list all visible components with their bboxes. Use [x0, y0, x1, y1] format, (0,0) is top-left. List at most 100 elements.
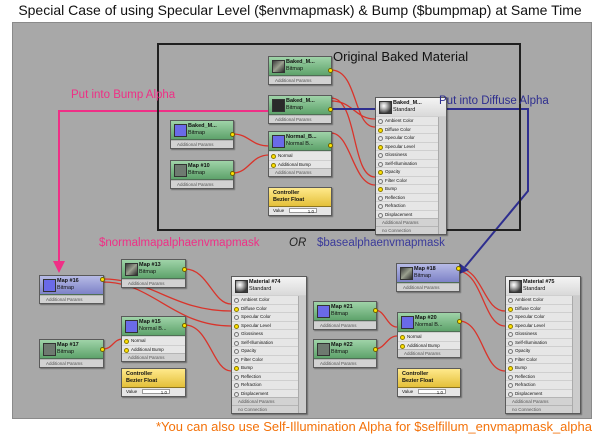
node-baked-bitmap-2[interactable]: Baked_M... Bitmap Additional Params — [268, 95, 332, 124]
slot-filter-color[interactable]: Filter Color — [506, 354, 580, 364]
output-pin[interactable] — [230, 132, 235, 137]
node-controller-right[interactable]: Controller Bezier Float Value 1.0 — [397, 368, 461, 397]
additional-params[interactable]: Additional Params — [269, 76, 331, 84]
slot-diffuse[interactable]: Diffuse Color — [506, 303, 580, 313]
node-baked-bitmap-3[interactable]: Baked_M... Bitmap Additional Params — [170, 120, 234, 149]
node-scrollbar[interactable] — [438, 117, 446, 234]
slot-reflection[interactable]: Reflection — [506, 371, 580, 381]
node-map17[interactable]: Map #17 Bitmap Additional Params — [39, 339, 104, 368]
slot-filter-color[interactable]: Filter Color — [376, 175, 446, 185]
slot-refraction[interactable]: Refraction — [232, 380, 306, 389]
value-label: Value — [126, 389, 138, 394]
additional-params[interactable]: Additional Params — [269, 115, 331, 123]
node-map18[interactable]: Map #18 Bitmap Additional Params — [396, 263, 460, 292]
slot-glossiness[interactable]: Glossiness — [376, 150, 446, 159]
node-map21[interactable]: Map #21 Bitmap Additional Params — [313, 301, 377, 330]
slot-specular-level[interactable]: Specular Level — [232, 320, 306, 330]
additional-params[interactable]: Additional Params — [122, 353, 185, 361]
slot-displacement[interactable]: Displacement — [232, 388, 306, 398]
node-controller-top[interactable]: Controller Bezier Float Value 1.0 — [268, 187, 332, 216]
slot-specular-color[interactable]: Specular Color — [376, 133, 446, 142]
output-pin[interactable] — [457, 319, 462, 324]
node-material-top[interactable]: Baked_M... Standard Ambient Color Diffus… — [375, 97, 447, 235]
value-field[interactable]: 1.0 — [418, 389, 446, 395]
node-map16[interactable]: Map #16 Bitmap Additional Params — [39, 275, 104, 304]
slot-self-illum[interactable]: Self-Illumination — [232, 337, 306, 347]
slot-ambient[interactable]: Ambient Color — [506, 295, 580, 304]
slot-glossiness[interactable]: Glossiness — [506, 329, 580, 338]
node-map20[interactable]: Map #20 Normal B... Normal Additional Bu… — [397, 312, 461, 358]
node-material-74[interactable]: Material #74 Standard Ambient Color Diff… — [231, 276, 307, 414]
output-pin[interactable] — [100, 347, 105, 352]
value-field[interactable]: 1.0 — [142, 389, 170, 395]
node-map22[interactable]: Map #22 Bitmap Additional Params — [313, 339, 377, 368]
output-pin[interactable] — [456, 266, 461, 271]
slot-opacity[interactable]: Opacity — [232, 346, 306, 355]
slot-self-illum[interactable]: Self-Illumination — [376, 158, 446, 168]
node-scrollbar[interactable] — [298, 296, 306, 413]
additional-params[interactable]: Additional Params — [314, 321, 376, 329]
slot-additional-bump[interactable]: Additional Bump — [398, 340, 460, 350]
additional-params[interactable]: Additional Params — [398, 349, 460, 357]
additional-params[interactable]: Additional Params — [397, 283, 459, 291]
slot-diffuse[interactable]: Diffuse Color — [376, 124, 446, 134]
additional-params[interactable]: Additional Params — [376, 218, 446, 226]
output-pin[interactable] — [328, 143, 333, 148]
output-pin[interactable] — [328, 107, 333, 112]
slot-bump[interactable]: Bump — [506, 363, 580, 372]
slot-opacity[interactable]: Opacity — [506, 346, 580, 355]
slot-refraction[interactable]: Refraction — [506, 380, 580, 389]
output-pin[interactable] — [373, 347, 378, 352]
slot-specular-level[interactable]: Specular Level — [506, 320, 580, 330]
slot-specular-color[interactable]: Specular Color — [232, 312, 306, 321]
additional-params[interactable]: Additional Params — [171, 140, 233, 148]
node-scrollbar[interactable] — [572, 296, 580, 413]
slot-specular-color[interactable]: Specular Color — [506, 312, 580, 321]
slot-displacement[interactable]: Displacement — [376, 209, 446, 219]
slot-bump[interactable]: Bump — [376, 184, 446, 193]
node-map15[interactable]: Map #15 Normal B... Normal Additional Bu… — [121, 316, 186, 362]
slot-normal[interactable]: Normal — [398, 332, 460, 341]
slot-normal[interactable]: Normal — [122, 336, 185, 345]
slot-filter-color[interactable]: Filter Color — [232, 354, 306, 364]
node-normal-bump-top[interactable]: Normal_B... Normal B... Normal Additiona… — [268, 131, 332, 177]
output-pin[interactable] — [182, 323, 187, 328]
slot-additional-bump[interactable]: Additional Bump — [122, 344, 185, 354]
node-baked-bitmap-1[interactable]: Baked_M... Bitmap Additional Params — [268, 56, 332, 85]
output-pin[interactable] — [230, 171, 235, 176]
node-map13[interactable]: Map #13 Bitmap Additional Params — [121, 259, 186, 288]
output-pin[interactable] — [373, 308, 378, 313]
node-material-75[interactable]: Material #75 Standard Ambient Color Diff… — [505, 276, 581, 414]
output-pin[interactable] — [328, 68, 333, 73]
slot-bump[interactable]: Bump — [232, 363, 306, 372]
slot-reflection[interactable]: Reflection — [232, 371, 306, 381]
output-pin[interactable] — [100, 277, 105, 282]
value-field[interactable]: 1.0 — [289, 208, 317, 214]
slot-refraction[interactable]: Refraction — [376, 201, 446, 210]
slot-additional-bump[interactable]: Additional Bump — [269, 159, 331, 169]
additional-params[interactable]: Additional Params — [122, 279, 185, 287]
slot-ambient[interactable]: Ambient Color — [376, 116, 446, 125]
slot-opacity[interactable]: Opacity — [376, 167, 446, 176]
slot-self-illum[interactable]: Self-Illumination — [506, 337, 580, 347]
additional-params[interactable]: Additional Params — [506, 397, 580, 405]
additional-params[interactable]: Additional Params — [40, 295, 103, 303]
slot-specular-level[interactable]: Specular Level — [376, 141, 446, 151]
slot-displacement[interactable]: Displacement — [506, 388, 580, 398]
additional-params[interactable]: Additional Params — [171, 180, 233, 188]
node-type: Standard — [523, 286, 546, 292]
slot-ambient[interactable]: Ambient Color — [232, 295, 306, 304]
additional-params[interactable]: Additional Params — [314, 359, 376, 367]
additional-params[interactable]: Additional Params — [269, 168, 331, 176]
node-map10[interactable]: Map #10 Bitmap Additional Params — [170, 160, 234, 189]
additional-params[interactable]: Additional Params — [232, 397, 306, 405]
slot-normal[interactable]: Normal — [269, 151, 331, 160]
output-pin[interactable] — [182, 267, 187, 272]
node-editor-canvas[interactable]: Original Baked Material Baked_M... Bitma… — [12, 22, 592, 419]
node-controller-left[interactable]: Controller Bezier Float Value 1.0 — [121, 368, 186, 397]
wire-normal-to-bump — [330, 132, 376, 186]
slot-glossiness[interactable]: Glossiness — [232, 329, 306, 338]
slot-diffuse[interactable]: Diffuse Color — [232, 303, 306, 313]
slot-reflection[interactable]: Reflection — [376, 192, 446, 202]
additional-params[interactable]: Additional Params — [40, 359, 103, 367]
